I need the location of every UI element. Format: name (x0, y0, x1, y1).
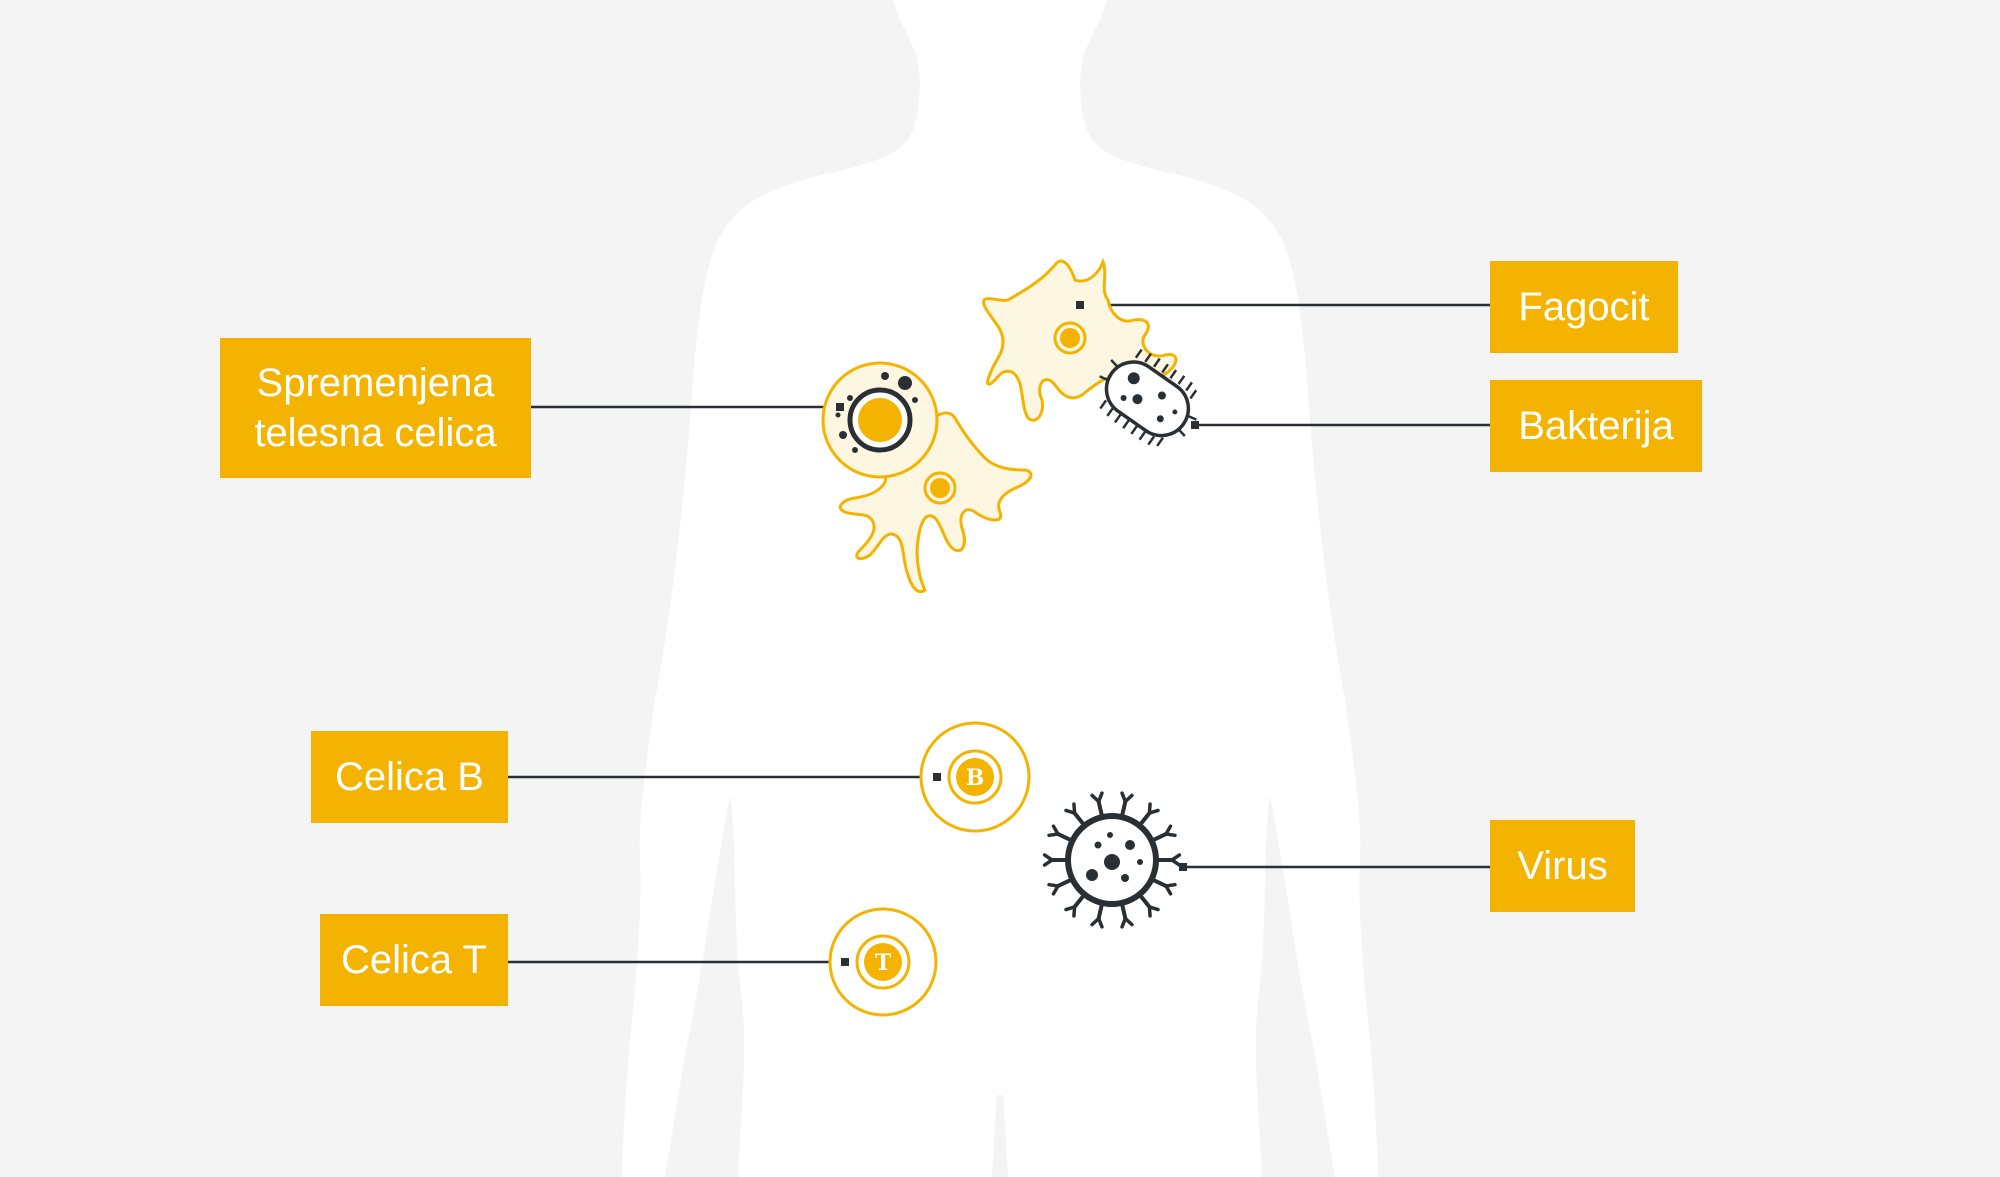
label-virus: Virus (1490, 820, 1635, 912)
b-cell: B (919, 721, 1031, 833)
leader-lines (508, 303, 1490, 964)
anchor-t-cell (841, 958, 849, 966)
virus-spike (1152, 878, 1169, 889)
label-phagocyte: Fagocit (1490, 261, 1678, 353)
label-b-cell: Celica B (311, 731, 508, 823)
label-altered-body-cell-line2: telesna celica (254, 411, 497, 455)
virus-spike (1139, 811, 1152, 826)
virus-spike (1096, 799, 1104, 817)
anchor-phagocyte (1076, 301, 1084, 309)
virus-spike (1120, 903, 1128, 921)
anchor-bacteria (1191, 421, 1199, 429)
virus-spike (1072, 811, 1085, 826)
virus-spike (1072, 894, 1085, 909)
virus-spike (1055, 831, 1072, 842)
virus-particle (1042, 791, 1187, 929)
body-silhouette (622, 0, 1378, 1177)
virus-spike (1152, 831, 1169, 842)
b-cell-letter: B (966, 765, 985, 791)
anchor-virus (1179, 863, 1187, 871)
label-altered-body-cell-line1: Spremenjena (256, 361, 495, 405)
t-cell: T (828, 907, 938, 1017)
virus-spike (1120, 799, 1128, 817)
bacteria-cell (1099, 348, 1199, 447)
phagocyte-cell-upper (982, 257, 1178, 422)
altered-body-cell (821, 361, 939, 479)
label-altered-body-cell: Spremenjena telesna celica (220, 338, 531, 478)
virus-spike (1055, 878, 1072, 889)
virus-spike (1139, 894, 1152, 909)
virus-spike (1096, 903, 1104, 921)
label-bacteria: Bakterija (1490, 380, 1702, 472)
anchor-altered-cell (836, 403, 844, 411)
label-t-cell: Celica T (320, 914, 508, 1006)
anchor-b-cell (933, 773, 941, 781)
t-cell-letter: T (875, 950, 892, 976)
